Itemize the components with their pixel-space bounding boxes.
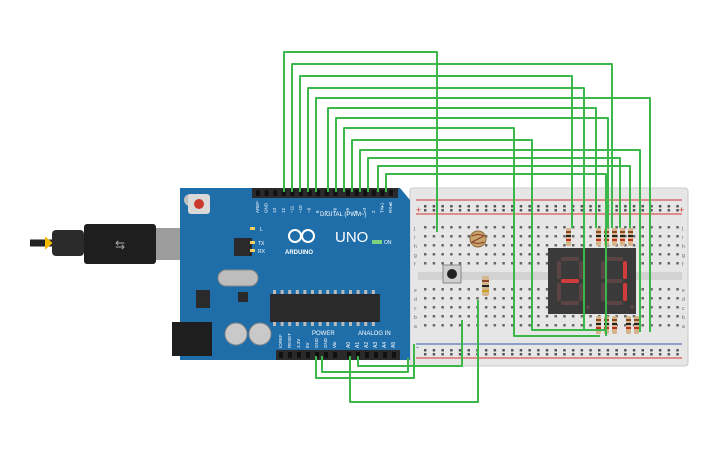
row-letter-bottom: d bbox=[414, 297, 417, 303]
analog-pin-label: A3 bbox=[373, 342, 379, 348]
power-pin-label: Vin bbox=[332, 341, 337, 348]
digital-pin-label: ~9 bbox=[307, 207, 312, 213]
digital-pin-label: AREF bbox=[255, 201, 260, 213]
analog-header bbox=[344, 350, 400, 360]
row-letter-top: f bbox=[414, 262, 416, 268]
crystal bbox=[217, 269, 259, 287]
led-tx-label: TX bbox=[258, 241, 265, 247]
digital-pin-label: 8 bbox=[315, 210, 320, 213]
power-pin-label: RESET bbox=[287, 333, 292, 348]
digital-pin-label: 12 bbox=[281, 207, 286, 213]
usb-icon: ⇆ bbox=[115, 238, 125, 252]
push-button[interactable] bbox=[442, 264, 462, 284]
led-on-label: ON bbox=[384, 240, 392, 246]
seven-segment-display-right[interactable] bbox=[592, 248, 636, 314]
power-pin-label: IOREF bbox=[278, 334, 283, 348]
rail-plus-right: + bbox=[679, 205, 684, 215]
wire[interactable] bbox=[327, 107, 597, 228]
digital-pin-label: RX◂0 bbox=[388, 201, 393, 213]
power-pin-label: 3.3V bbox=[296, 339, 301, 348]
photoresistor[interactable] bbox=[469, 230, 487, 248]
analog-pin-label: A5 bbox=[391, 342, 397, 348]
wire[interactable] bbox=[377, 165, 631, 228]
rail-plus-left: + bbox=[416, 205, 421, 215]
arduino-brand-text: ARDUINO bbox=[285, 250, 313, 256]
seven-segment-display-left[interactable] bbox=[548, 248, 592, 314]
wire[interactable] bbox=[315, 97, 651, 332]
row-letter-top-right: g bbox=[682, 253, 685, 259]
row-letter-top-right: j bbox=[681, 226, 683, 232]
digital-pin-label: ~3 bbox=[362, 207, 367, 213]
row-letter-bottom: a bbox=[414, 324, 417, 330]
row-letter-bottom-right: c bbox=[682, 306, 685, 312]
uno-logo-text: UNO bbox=[335, 229, 368, 246]
digital-pin-label: ~11 bbox=[289, 205, 294, 213]
digital-pin-label: TX▸1 bbox=[379, 202, 384, 213]
analog-pin-label: A1 bbox=[355, 342, 361, 348]
arduino-logo: UNO ARDUINO bbox=[285, 229, 368, 256]
led-on bbox=[372, 240, 382, 244]
digital-pin-label: 7 bbox=[324, 210, 329, 213]
digital-pin-label: 2 bbox=[371, 210, 376, 213]
atmega-chip bbox=[270, 294, 380, 322]
wire[interactable] bbox=[315, 344, 415, 379]
digital-pin-label: ~5 bbox=[345, 207, 350, 213]
row-letter-top: g bbox=[414, 253, 417, 259]
digital-pin-label: ~6 bbox=[332, 207, 337, 213]
wire[interactable] bbox=[291, 63, 613, 228]
power-pin-label: GND bbox=[314, 337, 319, 348]
row-letter-top: i bbox=[414, 235, 415, 241]
row-letter-bottom-right: d bbox=[682, 297, 685, 303]
wire[interactable] bbox=[385, 173, 607, 336]
row-letter-bottom-right: b bbox=[682, 315, 685, 321]
row-letter-top-right: f bbox=[682, 262, 684, 268]
usb-chip bbox=[234, 238, 252, 256]
wire[interactable] bbox=[359, 149, 641, 332]
power-pin-label: 5V bbox=[305, 342, 310, 348]
wires[interactable] bbox=[283, 51, 651, 403]
wire[interactable] bbox=[343, 127, 600, 337]
row-letter-bottom: b bbox=[414, 315, 417, 321]
rail-minus-left: - bbox=[416, 342, 419, 352]
row-letter-top: h bbox=[414, 244, 417, 250]
row-letter-bottom: e bbox=[414, 288, 417, 294]
wire[interactable] bbox=[349, 300, 479, 403]
row-letter-bottom-right: a bbox=[682, 324, 685, 330]
digital-pin-label: ~10 bbox=[298, 205, 303, 213]
row-letter-top: j bbox=[413, 226, 415, 232]
digital-pin-label: 13 bbox=[272, 207, 277, 213]
power-pin-label: GND bbox=[323, 337, 328, 348]
resistor-photoresistor bbox=[482, 276, 489, 296]
arduino-uno-board[interactable]: DIGITAL (PWM~) POWER ANALOG IN UNO ARDUI… bbox=[172, 188, 410, 360]
power-jack bbox=[172, 322, 212, 356]
wire[interactable] bbox=[335, 117, 609, 228]
row-letter-top-right: h bbox=[682, 244, 685, 250]
row-letter-bottom-right: e bbox=[682, 288, 685, 294]
wire[interactable] bbox=[283, 51, 438, 232]
analog-pin-label: A4 bbox=[382, 342, 388, 348]
analog-header-label: ANALOG IN bbox=[358, 331, 391, 337]
capacitor-2 bbox=[248, 322, 272, 346]
wire[interactable] bbox=[351, 139, 606, 331]
wire[interactable] bbox=[299, 75, 573, 228]
power-header-label: POWER bbox=[312, 331, 335, 337]
analog-pin-label: A2 bbox=[364, 342, 370, 348]
regulator bbox=[196, 290, 210, 308]
analog-pin-label: A0 bbox=[346, 342, 352, 348]
capacitor-1 bbox=[224, 322, 248, 346]
wire[interactable] bbox=[367, 157, 621, 228]
led-tx bbox=[250, 241, 255, 244]
led-rx-label: RX bbox=[258, 249, 266, 255]
led-l bbox=[250, 227, 255, 230]
digital-pin-label: GND bbox=[264, 202, 269, 213]
digital-header-label: DIGITAL (PWM~) bbox=[320, 212, 367, 218]
usb-cable[interactable]: ⇆ bbox=[30, 224, 186, 264]
led-rx bbox=[250, 249, 255, 252]
digital-pin-label: 4 bbox=[354, 210, 359, 213]
wire[interactable] bbox=[357, 320, 463, 367]
led-l-label: L bbox=[260, 227, 263, 233]
row-letter-bottom: c bbox=[414, 306, 417, 312]
row-letter-top-right: i bbox=[682, 235, 683, 241]
